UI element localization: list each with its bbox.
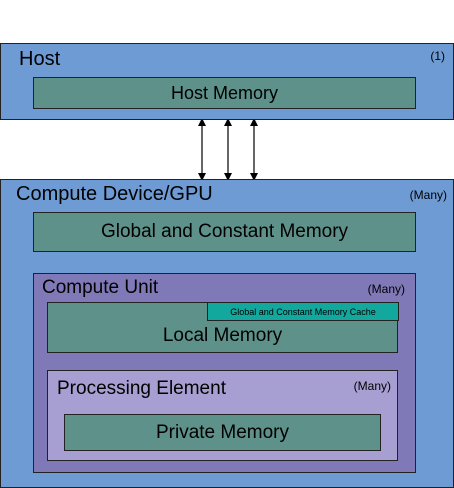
memory-cache-box: Global and Constant Memory Cache bbox=[207, 302, 399, 321]
compute-unit-title: Compute Unit bbox=[42, 277, 159, 298]
compute-unit-box: Compute Unit (Many) Local Memory Global … bbox=[33, 273, 416, 473]
host-box: Host (1) Host Memory bbox=[0, 43, 454, 120]
host-title: Host bbox=[19, 48, 61, 70]
processing-element-count: (Many) bbox=[353, 379, 391, 393]
compute-device-count: (Many) bbox=[409, 188, 447, 202]
host-device-arrows bbox=[198, 120, 258, 180]
compute-unit-count: (Many) bbox=[367, 282, 405, 296]
compute-device-title: Compute Device/GPU bbox=[16, 183, 213, 205]
processing-element-title: Processing Element bbox=[57, 378, 226, 399]
processing-element-box: Processing Element (Many) Private Memory bbox=[47, 370, 398, 461]
private-memory-box: Private Memory bbox=[64, 414, 381, 451]
compute-device-box: Compute Device/GPU (Many) Global and Con… bbox=[0, 179, 454, 488]
global-constant-memory-box: Global and Constant Memory bbox=[33, 212, 416, 252]
host-count: (1) bbox=[430, 49, 445, 63]
local-memory-box: Local Memory Global and Constant Memory … bbox=[47, 302, 399, 353]
host-memory-box: Host Memory bbox=[33, 77, 416, 109]
local-memory-label: Local Memory bbox=[162, 325, 283, 346]
